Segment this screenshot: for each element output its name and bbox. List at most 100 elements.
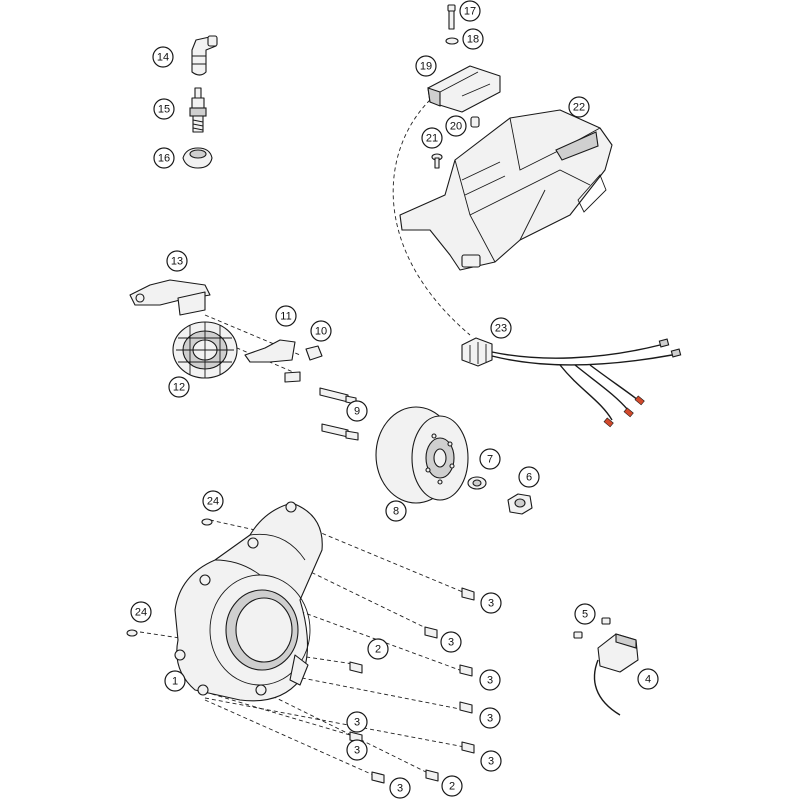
callout-label: 4 bbox=[645, 674, 651, 686]
callout-9: 9 bbox=[346, 400, 368, 422]
callout-3: 3 bbox=[480, 750, 502, 772]
callout-label: 6 bbox=[526, 472, 532, 484]
callout-6: 6 bbox=[518, 466, 540, 488]
callout-label: 19 bbox=[420, 61, 432, 73]
callout-label: 3 bbox=[487, 713, 493, 725]
callout-label: 2 bbox=[375, 644, 381, 656]
callout-3: 3 bbox=[389, 777, 411, 799]
callout-circle bbox=[441, 775, 463, 797]
callout-circle bbox=[153, 98, 175, 120]
callout-circle bbox=[389, 777, 411, 799]
callout-label: 3 bbox=[488, 756, 494, 768]
callout-circle bbox=[346, 739, 368, 761]
seal-ring bbox=[182, 147, 213, 169]
callout-label: 3 bbox=[448, 637, 454, 649]
callout-circle bbox=[490, 317, 512, 339]
callout-15: 15 bbox=[153, 98, 175, 120]
callout-23: 23 bbox=[490, 317, 512, 339]
callout-16: 16 bbox=[153, 147, 175, 169]
callout-label: 3 bbox=[487, 675, 493, 687]
callout-label: 7 bbox=[487, 454, 493, 466]
callout-2: 2 bbox=[441, 775, 463, 797]
callout-3: 3 bbox=[479, 669, 501, 691]
callout-10: 10 bbox=[310, 320, 332, 342]
callout-circle bbox=[445, 115, 467, 137]
callout-circle bbox=[518, 466, 540, 488]
callout-1: 1 bbox=[164, 670, 186, 692]
callout-circle bbox=[568, 96, 590, 118]
spark-plug-cap bbox=[191, 35, 218, 76]
callout-label: 8 bbox=[393, 506, 399, 518]
callout-label: 3 bbox=[354, 717, 360, 729]
callout-circle bbox=[385, 500, 407, 522]
callout-label: 3 bbox=[488, 598, 494, 610]
callout-label: 24 bbox=[135, 607, 147, 619]
ignition-cover bbox=[174, 501, 323, 702]
callout-circle bbox=[459, 0, 481, 22]
callout-circle bbox=[166, 250, 188, 272]
callout-circle bbox=[367, 638, 389, 660]
electronics-box-holder bbox=[399, 109, 613, 271]
ignition-coil bbox=[573, 617, 639, 716]
callout-11: 11 bbox=[275, 305, 297, 327]
flywheel bbox=[375, 406, 469, 504]
flywheel-washer-nut bbox=[467, 476, 533, 515]
callout-label: 16 bbox=[158, 153, 170, 165]
pickup-bracket bbox=[129, 279, 211, 316]
stator bbox=[172, 321, 238, 379]
callout-label: 21 bbox=[426, 133, 438, 145]
callout-4: 4 bbox=[637, 668, 659, 690]
callout-7: 7 bbox=[479, 448, 501, 470]
callout-3: 3 bbox=[346, 711, 368, 733]
wiring-harness bbox=[461, 337, 682, 428]
callout-24: 24 bbox=[202, 490, 224, 512]
callout-12: 12 bbox=[168, 376, 190, 398]
callout-label: 15 bbox=[158, 104, 170, 116]
callout-label: 5 bbox=[582, 609, 588, 621]
callout-layer: 1223333333345678910111213141516171819202… bbox=[130, 0, 659, 799]
callout-circle bbox=[479, 707, 501, 729]
callout-8: 8 bbox=[385, 500, 407, 522]
callout-24: 24 bbox=[130, 601, 152, 623]
callout-5: 5 bbox=[574, 603, 596, 625]
callout-3: 3 bbox=[480, 592, 502, 614]
callout-label: 18 bbox=[467, 34, 479, 46]
callout-22: 22 bbox=[568, 96, 590, 118]
ecu-mount-parts bbox=[427, 4, 501, 169]
dowel-pins bbox=[126, 518, 213, 637]
callout-18: 18 bbox=[462, 28, 484, 50]
callout-circle bbox=[164, 670, 186, 692]
callout-circle bbox=[310, 320, 332, 342]
callout-label: 11 bbox=[280, 311, 291, 323]
callout-circle bbox=[421, 127, 443, 149]
callout-circle bbox=[346, 711, 368, 733]
callout-19: 19 bbox=[415, 55, 437, 77]
callout-21: 21 bbox=[421, 127, 443, 149]
callout-circle bbox=[440, 631, 462, 653]
callout-circle bbox=[153, 147, 175, 169]
callout-label: 3 bbox=[397, 783, 403, 795]
callout-circle bbox=[346, 400, 368, 422]
callout-label: 10 bbox=[315, 326, 327, 338]
callout-label: 1 bbox=[172, 676, 178, 688]
spark-plug bbox=[189, 87, 207, 133]
callout-circle bbox=[415, 55, 437, 77]
callout-label: 24 bbox=[207, 496, 219, 508]
callout-3: 3 bbox=[440, 631, 462, 653]
callout-3: 3 bbox=[346, 739, 368, 761]
callout-circle bbox=[574, 603, 596, 625]
callout-circle bbox=[479, 448, 501, 470]
callout-circle bbox=[168, 376, 190, 398]
callout-circle bbox=[480, 592, 502, 614]
callout-circle bbox=[480, 750, 502, 772]
callout-3: 3 bbox=[479, 707, 501, 729]
callout-circle bbox=[637, 668, 659, 690]
callout-label: 9 bbox=[354, 406, 360, 418]
callout-circle bbox=[479, 669, 501, 691]
callout-13: 13 bbox=[166, 250, 188, 272]
callout-label: 12 bbox=[173, 382, 185, 394]
callout-label: 20 bbox=[450, 121, 462, 133]
callout-circle bbox=[130, 601, 152, 623]
